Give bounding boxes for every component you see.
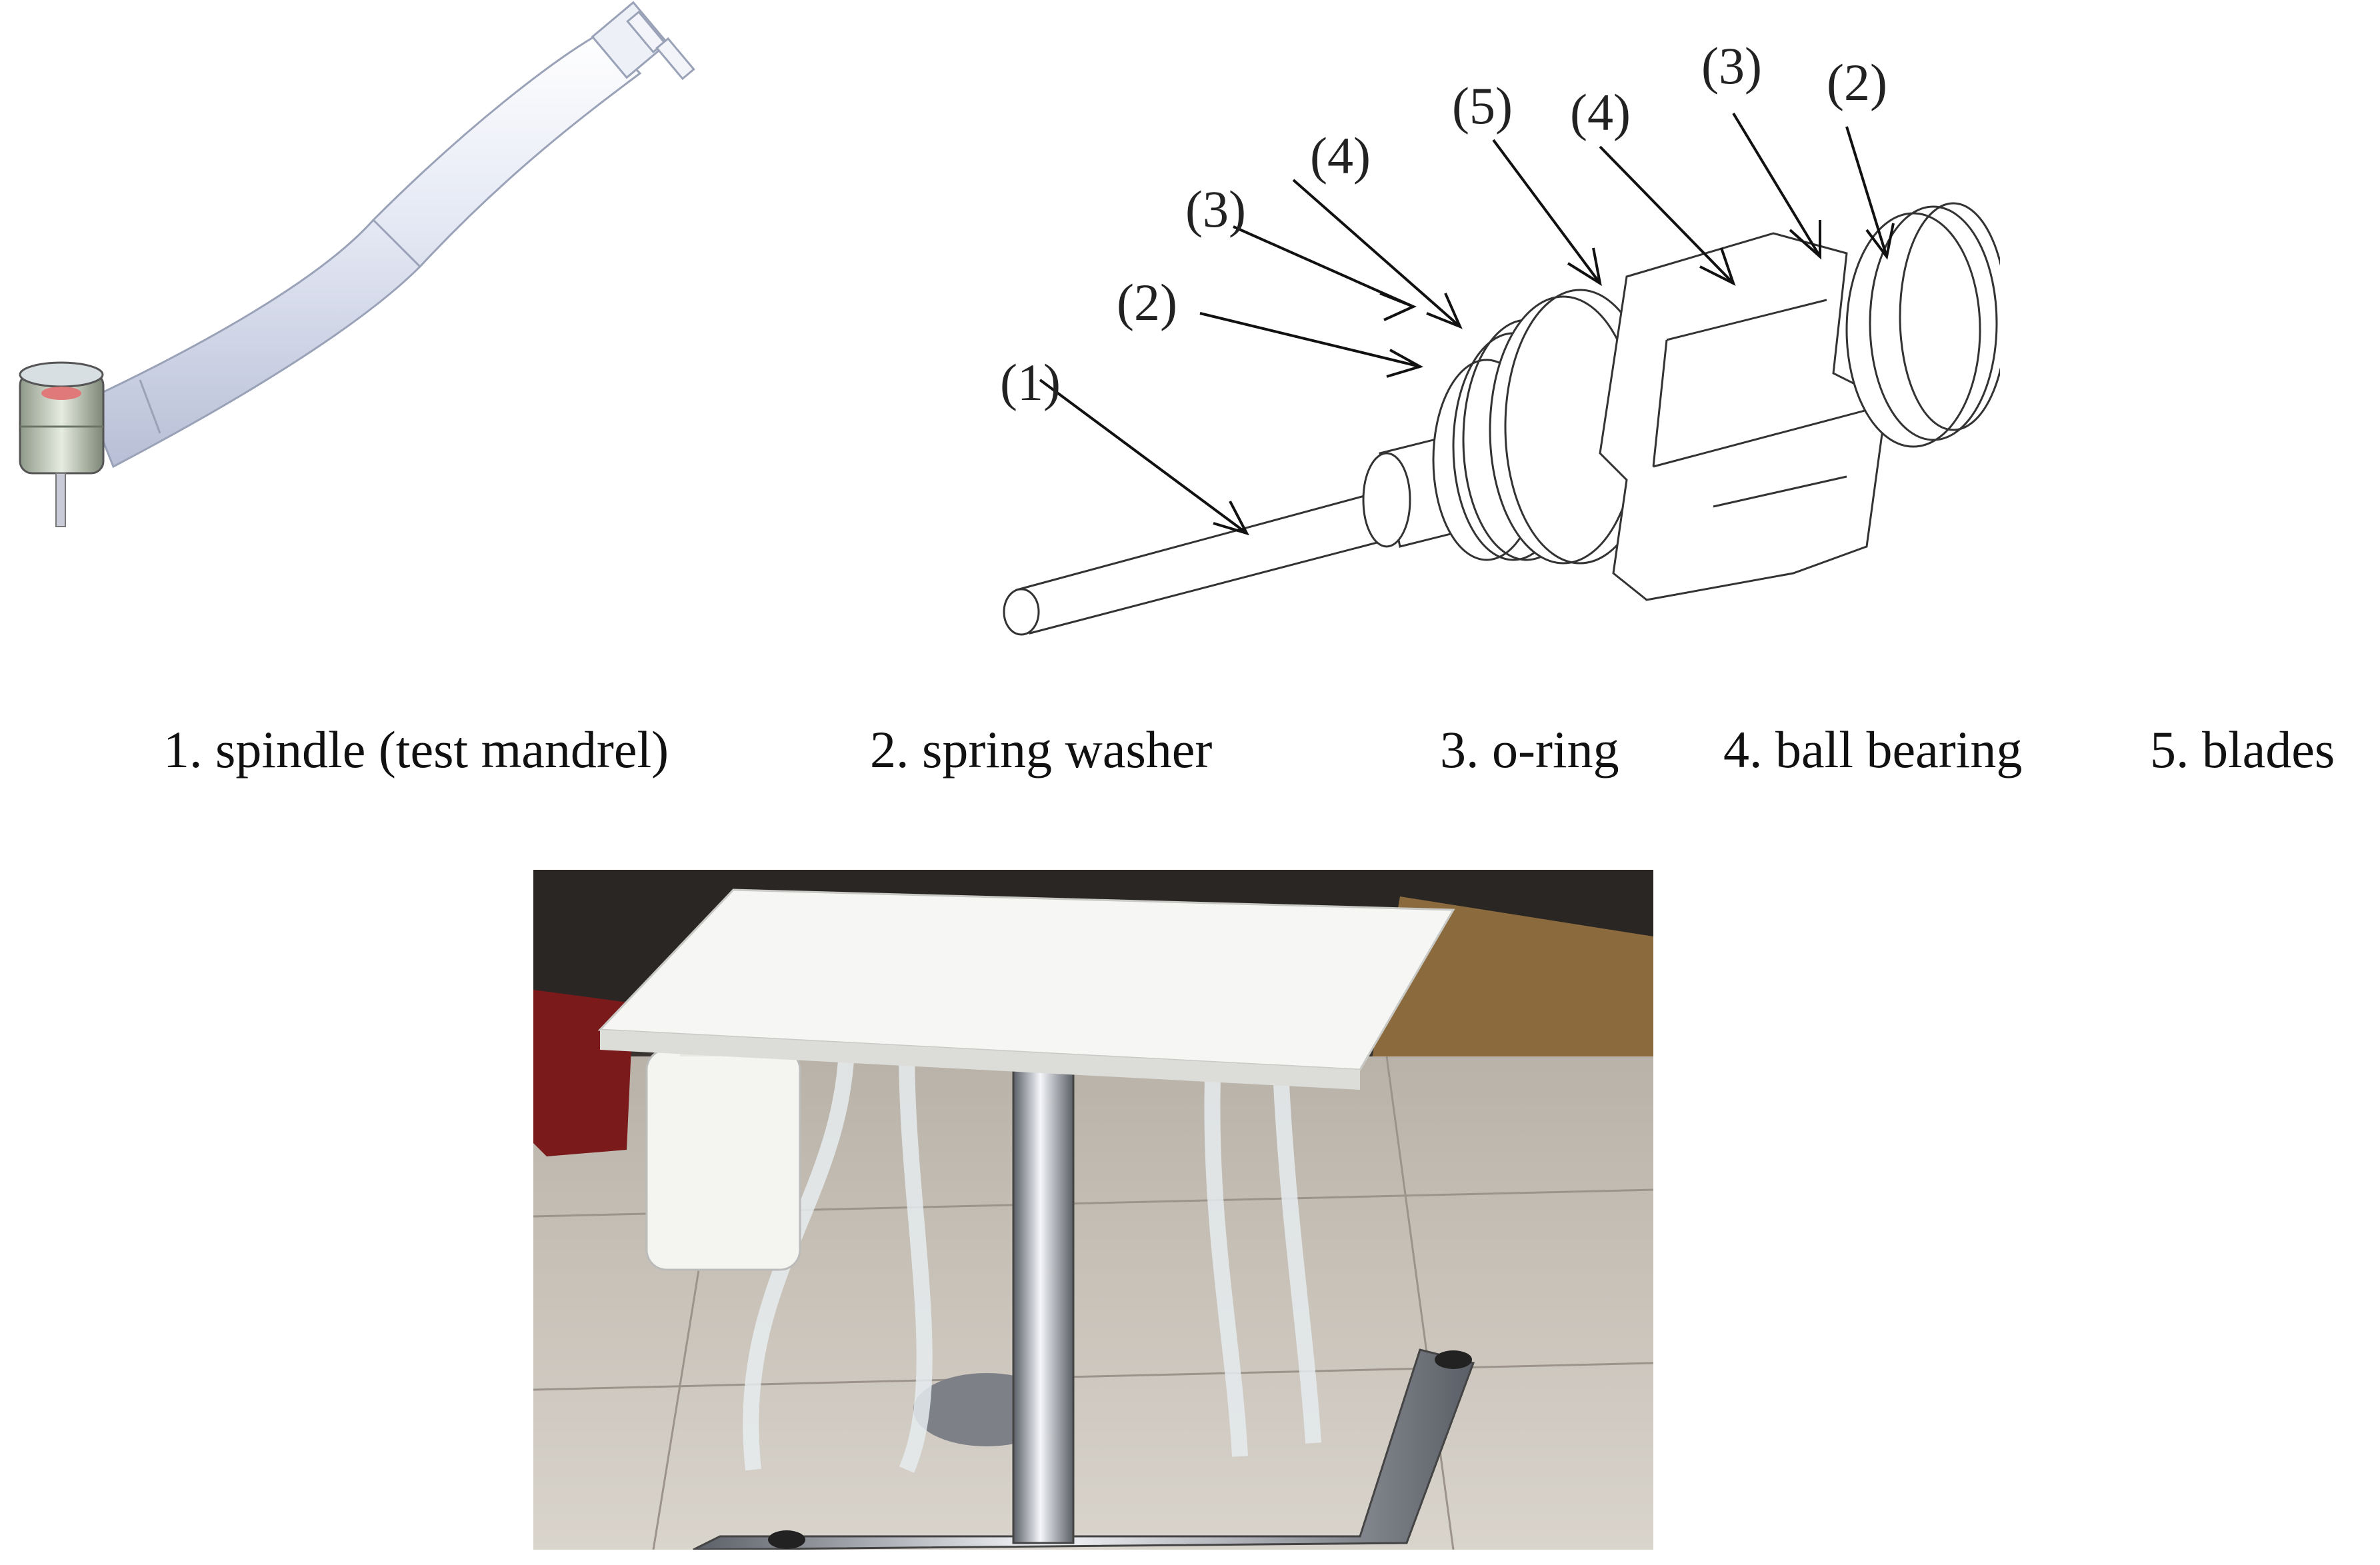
arrow-2b <box>1845 126 1895 260</box>
arrow-4a <box>1292 179 1463 329</box>
legend-spring-washer: 2. spring washer <box>870 721 1213 779</box>
parts-legend: 1. spindle (test mandrel) 2. spring wash… <box>0 720 2380 820</box>
arrow-3b <box>1732 112 1821 260</box>
legend-blades: 5. blades <box>2150 721 2335 779</box>
legend-spindle: 1. spindle (test mandrel) <box>163 721 669 779</box>
callout-2: (2) <box>1117 273 1177 331</box>
handpiece-render <box>0 0 733 547</box>
test-stand-illustration <box>533 870 1654 1551</box>
arrow-4b <box>1599 145 1736 286</box>
legend-ball-bearing: 4. ball bearing <box>1723 721 2023 779</box>
callout-3-rear: (3) <box>1701 37 1762 95</box>
stand-pole <box>1012 1048 1075 1544</box>
rear-bearing <box>1845 212 1981 448</box>
arrow-3a <box>1233 225 1417 321</box>
arrow-2a <box>1199 312 1424 378</box>
handpiece-illustration <box>19 1 695 527</box>
turbine-line-drawing: (1) (2) (3) (4) (5) (4) (3) (2) <box>960 27 2008 640</box>
callout-3: (3) <box>1185 180 1246 238</box>
turbine-diagram: (1) (2) (3) (4) (5) (4) (3) (2) <box>1000 37 2008 636</box>
arrow-1 <box>1039 379 1249 536</box>
water-bottle <box>645 1048 801 1271</box>
legend-o-ring: 3. o-ring <box>1440 721 1619 779</box>
test-stand-photo <box>533 870 1654 1551</box>
arrow-5 <box>1492 139 1602 287</box>
rear-o-ring <box>1869 205 1998 441</box>
callout-5: (5) <box>1452 77 1513 135</box>
callout-1: (1) <box>1000 353 1061 411</box>
handpiece-body <box>85 32 642 469</box>
callout-4-rear: (4) <box>1570 83 1631 141</box>
turbine-blades <box>1599 232 1888 601</box>
callout-2-rear: (2) <box>1827 53 1887 111</box>
callout-4: (4) <box>1310 127 1371 185</box>
spindle-shaft <box>1015 489 1401 635</box>
